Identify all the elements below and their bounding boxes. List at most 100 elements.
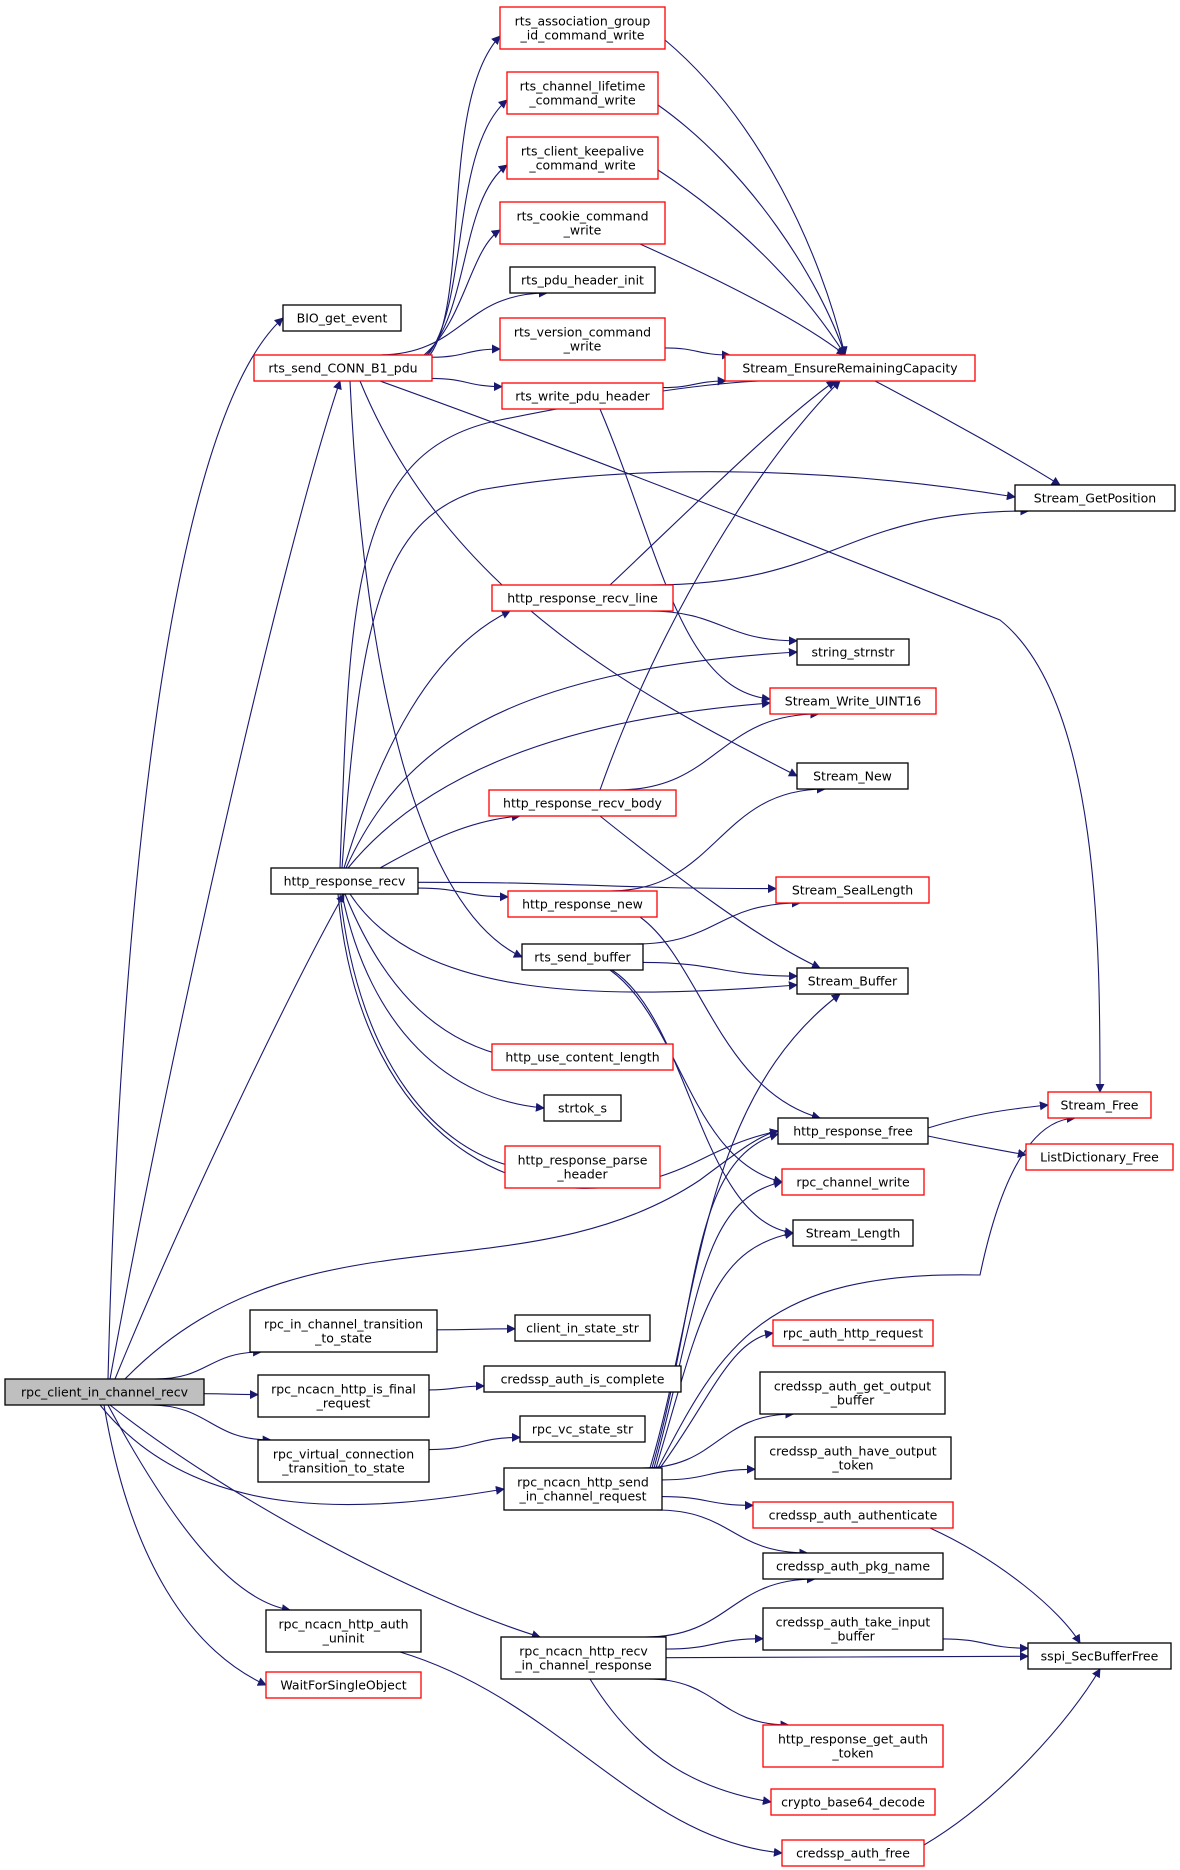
edge-root-to-rpc_ncacn_http_recv bbox=[109, 1404, 541, 1639]
node-rpc-in-channel-transition[interactable]: rpc_in_channel_transition_to_state bbox=[249, 1309, 438, 1353]
edge-rts_send_buffer-to-stream_length bbox=[611, 969, 794, 1237]
node-root[interactable]: rpc_client_in_channel_recv bbox=[4, 1378, 205, 1406]
node-label: _id_command_write bbox=[520, 28, 645, 43]
node-rts-version[interactable]: rts_version_command_write bbox=[499, 317, 666, 361]
node-stream-seallength[interactable]: Stream_SealLength bbox=[775, 876, 930, 904]
node-rpc-vc-state-str[interactable]: rpc_vc_state_str bbox=[519, 1415, 646, 1443]
edge-path bbox=[641, 1409, 795, 1469]
node-credssp-auth-get-output[interactable]: credssp_auth_get_output_buffer bbox=[759, 1371, 946, 1415]
node-rpc-auth-http-request[interactable]: rpc_auth_http_request bbox=[772, 1319, 934, 1347]
edge-path bbox=[653, 1179, 783, 1469]
node-box bbox=[282, 304, 402, 332]
node-credssp-auth-free[interactable]: credssp_auth_free bbox=[781, 1839, 925, 1867]
node-rpc-ncacn-http-recv[interactable]: rpc_ncacn_http_recv_in_channel_response bbox=[500, 1636, 667, 1680]
node-waitforsingleobject[interactable]: WaitForSingleObject bbox=[265, 1671, 422, 1699]
node-label: rts_association_group bbox=[515, 14, 651, 29]
node-stream-getposition[interactable]: Stream_GetPosition bbox=[1014, 484, 1176, 512]
node-label: credssp_auth_free bbox=[796, 1846, 910, 1861]
node-http-response-get-auth[interactable]: http_response_get_auth_token bbox=[762, 1724, 944, 1768]
edge-path bbox=[651, 1131, 779, 1469]
node-rpc-ncacn-http-is-final[interactable]: rpc_ncacn_http_is_final_request bbox=[257, 1374, 430, 1418]
edge-path bbox=[589, 1678, 772, 1806]
node-stream-ensure[interactable]: Stream_EnsureRemainingCapacity bbox=[724, 354, 976, 382]
node-http-use-content-length[interactable]: http_use_content_length bbox=[491, 1043, 674, 1071]
node-credssp-auth-take-input[interactable]: credssp_auth_take_input_buffer bbox=[762, 1607, 944, 1651]
edge-rts_send_buffer-to-stream_buffer bbox=[642, 961, 798, 981]
edge-rpc_ncacn_http_recv-to-credssp_auth_take_input bbox=[665, 1634, 764, 1650]
node-credssp-auth-authenticate[interactable]: credssp_auth_authenticate bbox=[752, 1501, 954, 1529]
edge-path bbox=[659, 1329, 774, 1469]
edge-path bbox=[344, 893, 511, 1060]
edge-rts_channel_lifetime-to-stream_ensure bbox=[657, 104, 847, 356]
edge-http_response_recv_line-to-stream_getposition bbox=[649, 506, 1030, 586]
node-stream-free[interactable]: Stream_Free bbox=[1047, 1091, 1152, 1119]
edge-rpc_ncacn_http_recv-to-http_response_get_auth bbox=[647, 1678, 790, 1730]
edge-rpc_ncacn_http_recv-to-crypto_base64_decode bbox=[589, 1678, 772, 1806]
edge-path bbox=[665, 1651, 1029, 1661]
edge-path bbox=[109, 380, 342, 1380]
node-rts-send-buffer[interactable]: rts_send_buffer bbox=[521, 943, 644, 971]
node-label: credssp_auth_get_output bbox=[774, 1379, 931, 1394]
node-strtok-s[interactable]: strtok_s bbox=[543, 1094, 622, 1122]
node-rpc-ncacn-http-send[interactable]: rpc_ncacn_http_send_in_channel_request bbox=[503, 1467, 663, 1511]
node-rts-pdu-header-init[interactable]: rts_pdu_header_init bbox=[509, 266, 656, 294]
node-box bbox=[253, 354, 433, 382]
node-http-response-recv-body[interactable]: http_response_recv_body bbox=[488, 789, 677, 817]
node-credssp-auth-pkg-name[interactable]: credssp_auth_pkg_name bbox=[762, 1552, 944, 1580]
node-box bbox=[519, 1415, 646, 1443]
node-string-strnstr[interactable]: string_strnstr bbox=[796, 638, 910, 666]
node-http-response-free[interactable]: http_response_free bbox=[777, 1117, 929, 1145]
node-label: _to_state bbox=[314, 1331, 372, 1346]
node-label: http_response_new bbox=[522, 897, 643, 912]
node-rts-write-pdu-header[interactable]: rts_write_pdu_header bbox=[501, 382, 664, 410]
node-client-in-state-str[interactable]: client_in_state_str bbox=[514, 1314, 651, 1342]
node-label: strtok_s bbox=[558, 1101, 607, 1116]
node-box bbox=[772, 1319, 934, 1347]
node-label: rts_cookie_command bbox=[516, 209, 648, 224]
node-stream-buffer[interactable]: Stream_Buffer bbox=[796, 967, 909, 995]
node-rts-send-conn-b1-pdu[interactable]: rts_send_CONN_B1_pdu bbox=[253, 354, 433, 382]
node-http-response-new[interactable]: http_response_new bbox=[507, 890, 658, 918]
edge-rpc_ncacn_http_recv-to-credssp_auth_pkg_name bbox=[644, 1574, 816, 1638]
node-credssp-auth-have-output[interactable]: credssp_auth_have_output_token bbox=[754, 1436, 952, 1480]
node-rts-client-keepalive[interactable]: rts_client_keepalive_command_write bbox=[506, 136, 659, 180]
node-label: _command_write bbox=[528, 93, 636, 108]
node-rpc-virtual-connection[interactable]: rpc_virtual_connection_transition_to_sta… bbox=[257, 1439, 430, 1483]
node-label: http_response_parse bbox=[518, 1153, 648, 1168]
node-stream-write-uint16[interactable]: Stream_Write_UINT16 bbox=[769, 687, 937, 715]
node-box bbox=[491, 584, 674, 612]
node-rts-assoc-group[interactable]: rts_association_group_id_command_write bbox=[499, 6, 666, 50]
edge-rts_send_conn_b1_pdu-to-rts_cookie bbox=[423, 229, 501, 356]
node-box bbox=[257, 1439, 430, 1483]
node-label: http_response_get_auth bbox=[778, 1732, 928, 1747]
node-http-response-recv-line[interactable]: http_response_recv_line bbox=[491, 584, 674, 612]
edge-path bbox=[124, 1128, 779, 1380]
edge-path bbox=[107, 317, 284, 1380]
node-stream-new[interactable]: Stream_New bbox=[796, 762, 909, 790]
node-listdictionary-free[interactable]: ListDictionary_Free bbox=[1025, 1143, 1174, 1171]
node-rts-cookie[interactable]: rts_cookie_command_write bbox=[499, 201, 666, 245]
node-bio-get-event[interactable]: BIO_get_event bbox=[282, 304, 402, 332]
node-http-response-parse-header[interactable]: http_response_parse_header bbox=[504, 1145, 661, 1189]
node-rpc-ncacn-http-auth-uninit[interactable]: rpc_ncacn_http_auth_uninit bbox=[265, 1609, 422, 1653]
node-box bbox=[483, 1365, 682, 1393]
node-stream-length[interactable]: Stream_Length bbox=[792, 1219, 914, 1247]
edge-path bbox=[664, 39, 848, 356]
node-sspi-secbufferfree[interactable]: sspi_SecBufferFree bbox=[1027, 1642, 1172, 1670]
node-crypto-base64-decode[interactable]: crypto_base64_decode bbox=[770, 1788, 936, 1816]
node-label: _command_write bbox=[528, 158, 636, 173]
node-http-response-recv[interactable]: http_response_recv bbox=[270, 867, 419, 895]
edge-path bbox=[639, 916, 821, 1121]
node-credssp-auth-is-complete[interactable]: credssp_auth_is_complete bbox=[483, 1365, 682, 1393]
node-rts-channel-lifetime[interactable]: rts_channel_lifetime_command_write bbox=[506, 71, 659, 115]
edge-path bbox=[341, 893, 545, 1112]
node-box bbox=[796, 967, 909, 995]
node-box bbox=[796, 638, 910, 666]
node-box bbox=[504, 1145, 661, 1189]
node-rpc-channel-write[interactable]: rpc_channel_write bbox=[781, 1168, 925, 1196]
edge-path bbox=[109, 1404, 541, 1639]
node-label: _uninit bbox=[322, 1631, 365, 1646]
edge-rts_send_conn_b1_pdu-to-rts_pdu_header_init bbox=[378, 288, 548, 356]
edge-path bbox=[927, 1101, 1049, 1129]
edge-root-to-http_response_recv bbox=[114, 893, 345, 1380]
